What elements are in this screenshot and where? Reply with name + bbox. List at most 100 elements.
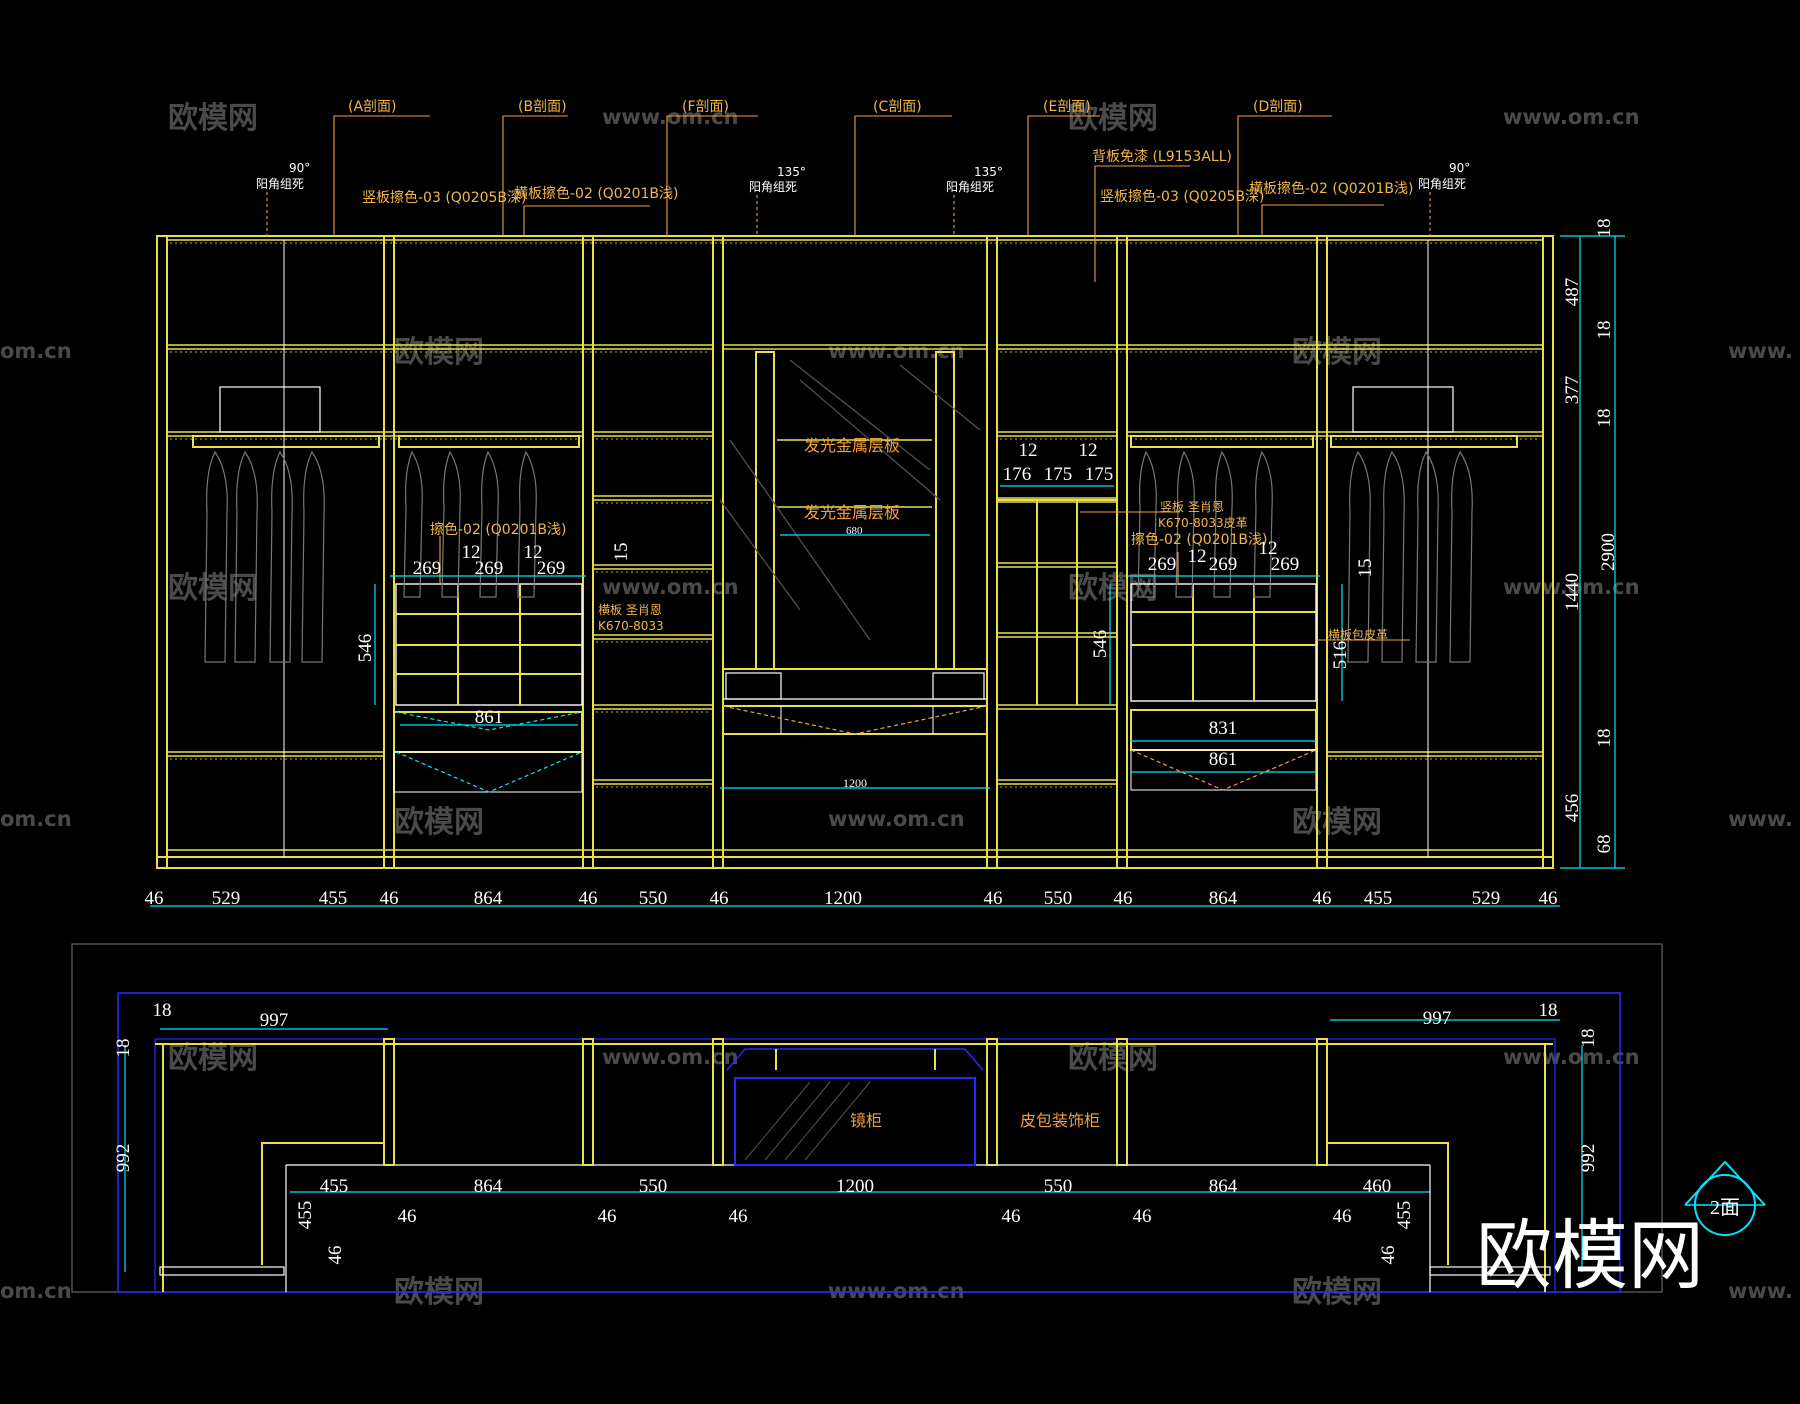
svg-text:K670-8033皮革: K670-8033皮革: [1158, 516, 1248, 530]
svg-text:864: 864: [474, 888, 503, 909]
svg-text:46: 46: [579, 888, 598, 909]
view-badge: 2面: [1684, 1160, 1766, 1236]
section-labels: (A剖面) (B剖面) (F剖面) (C剖面) (E剖面) (D剖面): [348, 99, 1303, 115]
watermark-url: www.: [1728, 807, 1793, 831]
watermark-brand: 欧模网: [168, 571, 258, 606]
svg-text:1200: 1200: [836, 1176, 874, 1197]
svg-text:46: 46: [380, 888, 399, 909]
svg-text:176: 176: [1003, 464, 1032, 485]
dimension-lines: [124, 235, 1625, 1272]
watermark-brand: 欧模网: [1292, 805, 1382, 840]
bag-cabinet-label: 皮包装饰柜: [1020, 1111, 1100, 1130]
svg-text:阳角组死: 阳角组死: [749, 180, 797, 194]
hanging-rails: [192, 435, 1518, 448]
total-height-dim: 2900: [1598, 533, 1619, 571]
svg-text:455: 455: [295, 1201, 316, 1230]
svg-text:269: 269: [537, 558, 566, 579]
svg-text:18: 18: [113, 1039, 134, 1058]
svg-text:46: 46: [1002, 1206, 1021, 1227]
svg-text:擦色-02 (Q0201B浅): 擦色-02 (Q0201B浅): [1131, 531, 1268, 548]
svg-text:46: 46: [1133, 1206, 1152, 1227]
watermark-url: www.: [1728, 339, 1793, 363]
svg-text:阳角组死: 阳角组死: [1418, 177, 1466, 191]
svg-text:横板擦色-02 (Q0201B浅): 横板擦色-02 (Q0201B浅): [514, 185, 679, 202]
svg-text:46: 46: [598, 1206, 617, 1227]
svg-text:997: 997: [260, 1010, 289, 1031]
svg-text:46: 46: [984, 888, 1003, 909]
hanging-clothes: [204, 450, 1473, 663]
watermark-brand: 欧模网: [168, 101, 258, 136]
watermark-url: www.om.cn: [602, 575, 739, 599]
svg-text:18: 18: [1594, 729, 1615, 748]
watermark-brand: 欧模网: [1068, 1041, 1158, 1076]
svg-text:864: 864: [474, 1176, 503, 1197]
svg-text:529: 529: [1472, 888, 1501, 909]
svg-text:90°: 90°: [289, 161, 310, 175]
svg-text:阳角组死: 阳角组死: [256, 177, 304, 191]
svg-text:18: 18: [1578, 1029, 1599, 1048]
svg-text:15: 15: [1355, 559, 1376, 578]
watermark-url: om.cn: [0, 807, 72, 831]
svg-text:12: 12: [1259, 538, 1278, 559]
svg-text:269: 269: [413, 558, 442, 579]
watermark-url: www.om.cn: [828, 807, 965, 831]
watermark-url: www.om.cn: [1503, 105, 1640, 129]
svg-text:135°: 135°: [777, 165, 806, 179]
svg-text:12: 12: [524, 542, 543, 563]
svg-text:46: 46: [145, 888, 164, 909]
svg-text:发光金属层板: 发光金属层板: [804, 436, 900, 455]
svg-text:18: 18: [1594, 409, 1615, 428]
watermark-url: www.om.cn: [602, 1045, 739, 1069]
view-badge-label: 2面: [1710, 1197, 1740, 1219]
svg-text:487: 487: [1562, 278, 1583, 307]
svg-text:18: 18: [1594, 321, 1615, 340]
svg-text:460: 460: [1363, 1176, 1392, 1197]
svg-text:269: 269: [1148, 554, 1177, 575]
svg-text:455: 455: [319, 888, 348, 909]
watermark-brand: 欧模网: [394, 335, 484, 370]
svg-text:1440: 1440: [1562, 573, 1583, 611]
watermark-brand: 欧模网: [394, 805, 484, 840]
svg-text:46: 46: [729, 1206, 748, 1227]
elevation-bottom-dims: 46 529 455 46 864 46 550 46 1200 46 550 …: [145, 888, 1558, 909]
svg-text:135°: 135°: [974, 165, 1003, 179]
cube-organizer: [997, 499, 1117, 705]
svg-text:455: 455: [1364, 888, 1393, 909]
watermark-url: www.om.cn: [1503, 575, 1640, 599]
watermark-brand: 欧模网: [168, 1041, 258, 1076]
svg-text:竖板擦色-03 (Q0205B深): 竖板擦色-03 (Q0205B深): [1100, 188, 1265, 205]
section-b-label: (B剖面): [518, 99, 567, 115]
svg-text:861: 861: [475, 707, 504, 728]
svg-text:861: 861: [1209, 749, 1238, 770]
center-mirror-cabinet: [722, 348, 988, 735]
watermarks: 欧模网 www.om.cn 欧模网 www.om.cn om.cn 欧模网 ww…: [0, 101, 1793, 1310]
svg-text:1200: 1200: [824, 888, 862, 909]
svg-text:269: 269: [1271, 554, 1300, 575]
svg-text:背板免漆 (L9153ALL): 背板免漆 (L9153ALL): [1092, 149, 1232, 165]
section-d-label: (D剖面): [1253, 99, 1303, 115]
right-drawer-module: [1130, 583, 1317, 791]
plan-dims: 18 997 997 18 18 992 18 992 455 864 550 …: [113, 1000, 1599, 1265]
watermark-url: om.cn: [0, 1279, 72, 1303]
svg-text:516: 516: [1330, 641, 1351, 670]
svg-text:175: 175: [1044, 464, 1073, 485]
svg-text:456: 456: [1562, 794, 1583, 823]
svg-text:546: 546: [355, 634, 376, 663]
svg-text:550: 550: [639, 888, 668, 909]
angle-labels: 90° 阳角组死 135° 阳角组死 135° 阳角组死 90° 阳角组死: [256, 161, 1470, 194]
svg-text:12: 12: [462, 542, 481, 563]
svg-text:455: 455: [1394, 1201, 1415, 1230]
svg-text:12: 12: [1188, 546, 1207, 567]
svg-text:90°: 90°: [1449, 161, 1470, 175]
svg-text:831: 831: [1209, 718, 1238, 739]
svg-text:阳角组死: 阳角组死: [946, 180, 994, 194]
svg-text:864: 864: [1209, 1176, 1238, 1197]
svg-text:46: 46: [1114, 888, 1133, 909]
svg-text:46: 46: [398, 1206, 417, 1227]
svg-text:K670-8033: K670-8033: [598, 619, 664, 633]
plan-view: [71, 943, 1663, 1293]
svg-text:发光金属层板: 发光金属层板: [804, 503, 900, 522]
svg-text:横板擦色-02 (Q0201B浅): 横板擦色-02 (Q0201B浅): [1249, 180, 1414, 197]
svg-text:546: 546: [1090, 630, 1111, 659]
